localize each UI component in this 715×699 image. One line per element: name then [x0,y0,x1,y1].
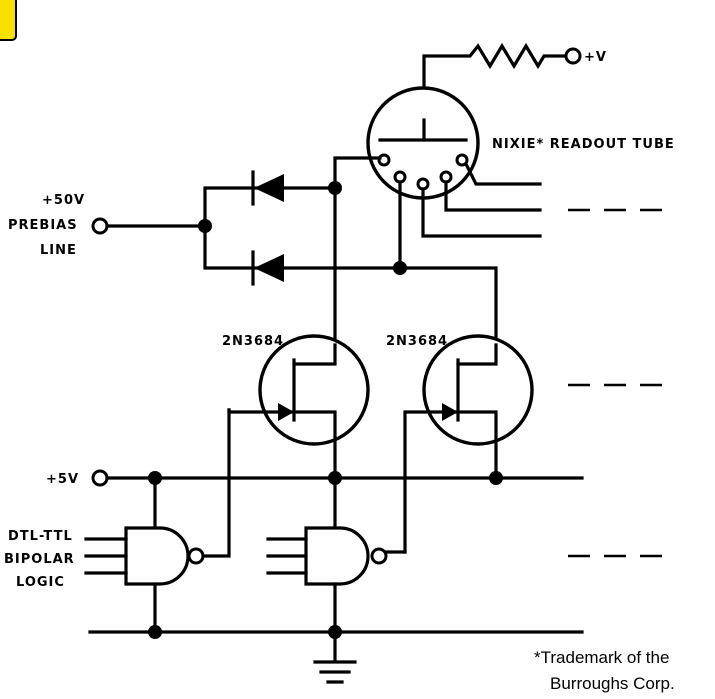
transistor-label-left: 2N3684 [222,334,284,349]
transistor-label-right: 2N3684 [386,334,448,349]
junction-dot [489,471,503,485]
plus-v-label: +V [584,50,607,65]
cathode-wire-left [333,156,382,347]
nand-gate-right [266,476,407,634]
plus-5v-label: +5V [46,472,79,487]
plus-v-terminal [564,47,582,65]
footnote-line-2: Burroughs Corp. [550,674,675,693]
diode-bus [203,186,337,270]
prebias-label-3: LINE [40,243,77,258]
cathode-lead-1 [463,161,542,186]
nand-gate-left [84,408,231,634]
transistor-left [227,334,370,480]
nixie-label: NIXIE* READOUT TUBE [492,137,675,152]
resistor [422,42,568,122]
cathode-lead-3 [421,187,542,238]
ground-symbol [313,630,357,684]
diode-upper [251,170,284,206]
cathode-lead-2 [444,180,542,212]
prebias-label-1: +50V [42,193,85,208]
diode-lower [251,250,284,286]
drain-wire-right [333,266,498,347]
logic-label-3: LOGIC [16,575,65,590]
junction-dot [148,625,162,639]
logic-label-2: BIPOLAR [4,552,75,567]
footnote-line-1: *Trademark of the [534,648,669,667]
transistor-right [403,334,534,554]
nixie-tube [366,86,480,200]
plus-5v-terminal [91,469,109,487]
corner-tag [0,0,17,41]
logic-label-1: DTL-TTL [8,529,73,544]
prebias-terminal [91,217,109,235]
prebias-label-2: PREBIAS [8,218,78,233]
